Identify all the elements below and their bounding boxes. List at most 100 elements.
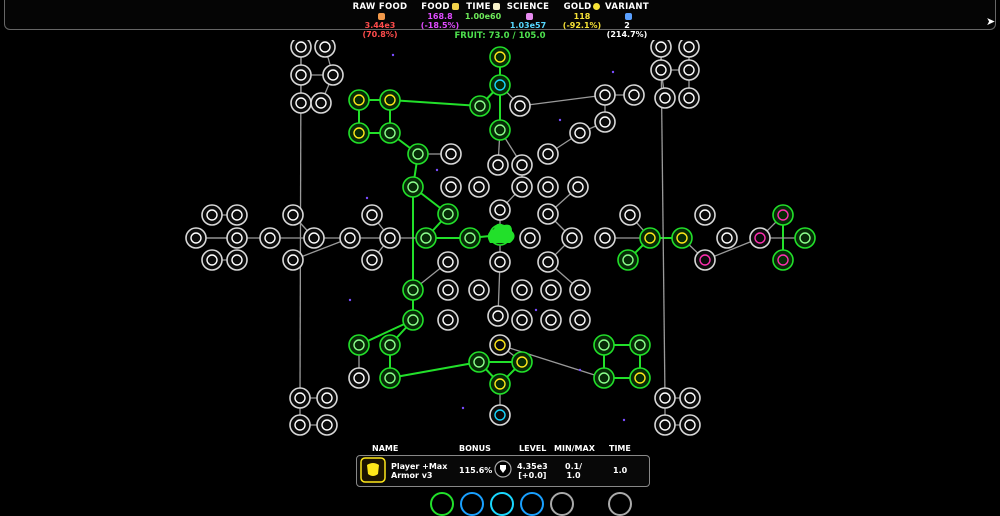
skill-node-locked[interactable]: [361, 249, 383, 271]
skill-node-locked[interactable]: [679, 414, 701, 436]
skill-node-locked[interactable]: [322, 64, 344, 86]
skill-node-locked[interactable]: [316, 387, 338, 409]
skill-node-locked[interactable]: [519, 227, 541, 249]
skill-node-unlocked[interactable]: [348, 334, 370, 356]
skill-nodes[interactable]: [185, 40, 816, 436]
skill-node-locked[interactable]: [201, 249, 223, 271]
skill-node-locked[interactable]: [487, 154, 509, 176]
skill-node-unlocked[interactable]: [617, 249, 639, 271]
skill-node-locked[interactable]: [361, 204, 383, 226]
skill-node-locked[interactable]: [678, 87, 700, 109]
skill-node-unlocked[interactable]: [407, 143, 429, 165]
skill-node-locked[interactable]: [489, 404, 511, 426]
skill-node-locked[interactable]: [678, 59, 700, 81]
skill-node-locked[interactable]: [437, 251, 459, 273]
skill-node-locked[interactable]: [654, 387, 676, 409]
bottom-tab-button-4[interactable]: [520, 492, 544, 516]
bottom-tab-button-5[interactable]: [550, 492, 574, 516]
skill-node-locked[interactable]: [623, 84, 645, 106]
skill-node-locked[interactable]: [654, 87, 676, 109]
skill-node-locked[interactable]: [537, 143, 559, 165]
skill-node-locked[interactable]: [440, 143, 462, 165]
skill-node-unlocked[interactable]: [469, 95, 491, 117]
skill-node-unlocked[interactable]: [794, 227, 816, 249]
skill-node-unlocked[interactable]: [437, 203, 459, 225]
skill-node-unlocked[interactable]: [348, 89, 370, 111]
skill-node-locked[interactable]: [489, 334, 511, 356]
skill-node-unlocked[interactable]: [468, 351, 490, 373]
skill-node-locked[interactable]: [561, 227, 583, 249]
skill-node-unlocked[interactable]: [772, 249, 794, 271]
bottom-tab-button-2[interactable]: [460, 492, 484, 516]
skill-node-locked[interactable]: [487, 305, 509, 327]
skill-node-unlocked[interactable]: [415, 227, 437, 249]
skill-node-locked[interactable]: [489, 199, 511, 221]
skill-node-locked[interactable]: [289, 387, 311, 409]
skill-node-locked[interactable]: [679, 387, 701, 409]
skill-tree[interactable]: [0, 40, 1000, 440]
skill-node-locked[interactable]: [226, 249, 248, 271]
skill-node-locked[interactable]: [468, 279, 490, 301]
skill-node-locked[interactable]: [290, 40, 312, 58]
skill-node-unlocked[interactable]: [772, 204, 794, 226]
skill-node-locked[interactable]: [678, 40, 700, 58]
skill-node-locked[interactable]: [290, 64, 312, 86]
skill-node-unlocked[interactable]: [593, 367, 615, 389]
skill-node-locked[interactable]: [650, 40, 672, 58]
skill-node-locked[interactable]: [509, 95, 531, 117]
skill-node-locked[interactable]: [468, 176, 490, 198]
skill-node-unlocked[interactable]: [379, 122, 401, 144]
skill-node-locked[interactable]: [511, 279, 533, 301]
skill-node-unlocked[interactable]: [489, 119, 511, 141]
skill-node-locked[interactable]: [569, 279, 591, 301]
skill-node-unlocked[interactable]: [511, 351, 533, 373]
skill-node-locked[interactable]: [289, 414, 311, 436]
skill-node-locked[interactable]: [650, 59, 672, 81]
skill-node-locked[interactable]: [282, 249, 304, 271]
skill-node-unlocked[interactable]: [402, 309, 424, 331]
skill-node-locked[interactable]: [339, 227, 361, 249]
skill-node-locked[interactable]: [282, 204, 304, 226]
skill-node-unlocked[interactable]: [402, 176, 424, 198]
skill-node-locked[interactable]: [226, 204, 248, 226]
bottom-tab-button-6[interactable]: [608, 492, 632, 516]
skill-node-unlocked[interactable]: [639, 227, 661, 249]
skill-node-locked[interactable]: [567, 176, 589, 198]
skill-node-locked[interactable]: [537, 251, 559, 273]
skill-node-locked[interactable]: [511, 176, 533, 198]
skill-node-locked[interactable]: [594, 84, 616, 106]
skill-node-locked[interactable]: [749, 227, 771, 249]
bottom-tab-button-3[interactable]: [490, 492, 514, 516]
skill-node-unlocked[interactable]: [379, 334, 401, 356]
skill-node-locked[interactable]: [303, 227, 325, 249]
skill-node-unlocked[interactable]: [489, 46, 511, 68]
skill-node-unlocked[interactable]: [671, 227, 693, 249]
skill-node-unlocked[interactable]: [629, 367, 651, 389]
skill-node-locked[interactable]: [694, 249, 716, 271]
skill-node-unlocked[interactable]: [459, 227, 481, 249]
skill-node-locked[interactable]: [511, 154, 533, 176]
skill-node-locked[interactable]: [316, 414, 338, 436]
skill-node-locked[interactable]: [348, 367, 370, 389]
skill-node-locked[interactable]: [379, 227, 401, 249]
skill-node-locked[interactable]: [226, 227, 248, 249]
skill-node-locked[interactable]: [290, 92, 312, 114]
skill-node-locked[interactable]: [537, 203, 559, 225]
skill-node-locked[interactable]: [540, 309, 562, 331]
skill-node-locked[interactable]: [440, 176, 462, 198]
skill-node-unlocked[interactable]: [489, 74, 511, 96]
bottom-tab-button-1[interactable]: [430, 492, 454, 516]
skill-node-locked[interactable]: [314, 40, 336, 58]
skill-node-locked[interactable]: [569, 309, 591, 331]
skill-node-unlocked[interactable]: [629, 334, 651, 356]
skill-node-locked[interactable]: [310, 92, 332, 114]
skill-node-unlocked[interactable]: [348, 122, 370, 144]
skill-node-locked[interactable]: [437, 309, 459, 331]
skill-node-unlocked[interactable]: [402, 279, 424, 301]
skill-node-locked[interactable]: [716, 227, 738, 249]
skill-node-locked[interactable]: [569, 122, 591, 144]
skill-node-locked[interactable]: [201, 204, 223, 226]
skill-node-locked[interactable]: [619, 204, 641, 226]
skill-node-unlocked[interactable]: [379, 89, 401, 111]
skill-node-locked[interactable]: [654, 414, 676, 436]
